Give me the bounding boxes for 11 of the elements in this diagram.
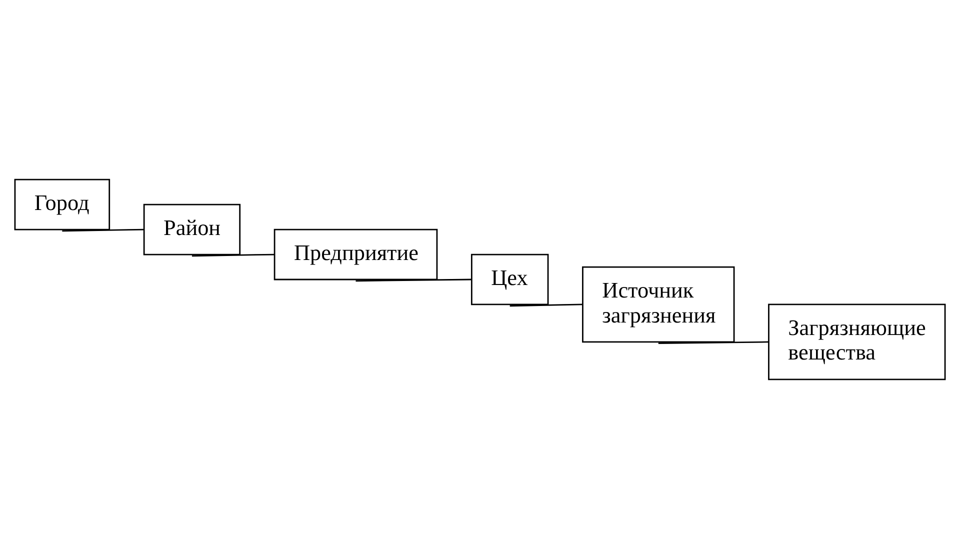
node-box: Источник загрязнения [582, 266, 735, 342]
connector [192, 253, 275, 256]
node-box: Цех [470, 253, 549, 305]
connector [658, 340, 769, 344]
node-box: Загрязняющие вещества [768, 303, 946, 380]
connector [62, 228, 144, 232]
node-box: Район [143, 203, 241, 255]
connector [356, 278, 472, 282]
node-box: Город [14, 178, 110, 230]
connector [510, 303, 583, 306]
node-box: Предприятие [274, 228, 438, 280]
